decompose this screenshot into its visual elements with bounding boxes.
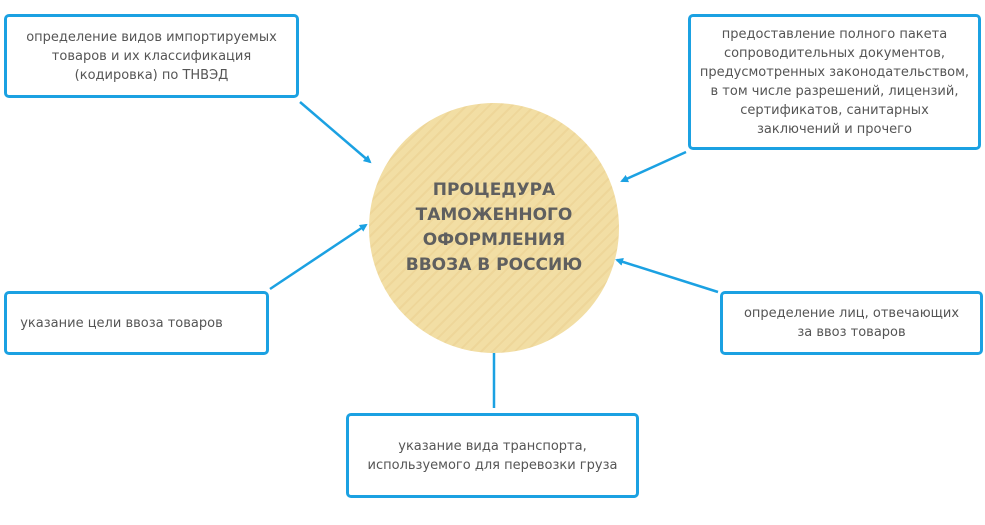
arrow-2: [620, 150, 687, 183]
center-title: ПРОЦЕДУРА ТАМОЖЕННОГО ОФОРМЛЕНИЯ ВВОЗА В…: [405, 180, 583, 275]
arrow-3: [269, 223, 368, 291]
node-transport: указание вида транспорта, используемого …: [346, 413, 639, 498]
node-documents: предоставление полного пакета сопроводит…: [688, 14, 981, 150]
arrow-1: [299, 101, 372, 164]
node-classification: определение видов импортируемых товаров …: [4, 14, 299, 98]
arrow-4: [615, 257, 719, 294]
node-responsible: определение лиц, отвечающих за ввоз това…: [720, 291, 983, 355]
node-purpose: указание цели ввоза товаров: [4, 291, 269, 355]
center-circle: ПРОЦЕДУРА ТАМОЖЕННОГО ОФОРМЛЕНИЯ ВВОЗА В…: [369, 103, 619, 353]
